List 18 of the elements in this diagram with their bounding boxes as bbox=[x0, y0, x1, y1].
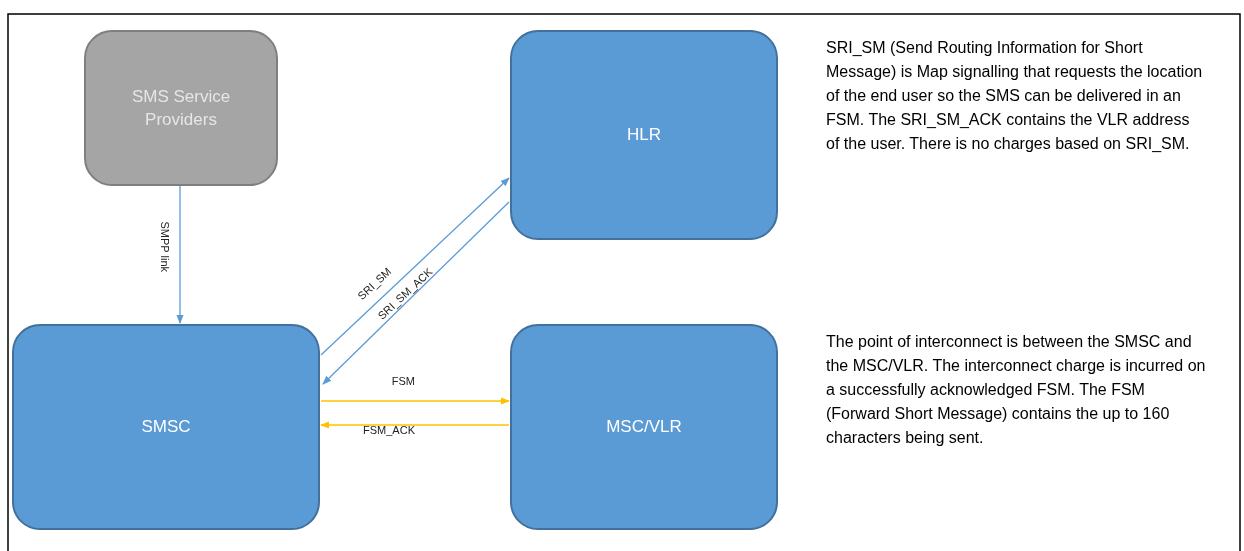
arrow bbox=[176, 185, 184, 324]
node-label: HLR bbox=[627, 124, 661, 147]
edge-label: FSM_ACK bbox=[363, 422, 415, 438]
process-box bbox=[12, 324, 320, 530]
edge-label: FSM bbox=[391, 373, 415, 389]
arrow bbox=[322, 201, 510, 385]
note-text: SRI_SM (Send Routing Information for Short Message) is Map signalling that requests the location of the end user so the SMS can be delivered in an FSM. The SRI_SM_ACK contains the VLR address of the user. There is no charges based on SRI_SM. bbox=[826, 38, 1204, 154]
arrow bbox=[320, 421, 510, 429]
arrow bbox=[320, 397, 510, 405]
provider-box bbox=[84, 30, 278, 186]
note-text: The point of interconnect is between the SMSC and the MSC/VLR. The interconnect charge is incurred on a successfully acknowledged FSM. The FSM (Forward Short Message) contains the up to 160 characters being sent. bbox=[826, 332, 1206, 448]
process-box bbox=[510, 30, 778, 240]
edge-label: SMPP link bbox=[158, 221, 172, 272]
node-label: MSC/VLR bbox=[606, 416, 682, 439]
node-label: SMSC bbox=[141, 416, 191, 439]
arrow bbox=[320, 177, 510, 356]
process-box bbox=[510, 324, 778, 530]
node-label: SMS Service Providers bbox=[130, 85, 232, 131]
